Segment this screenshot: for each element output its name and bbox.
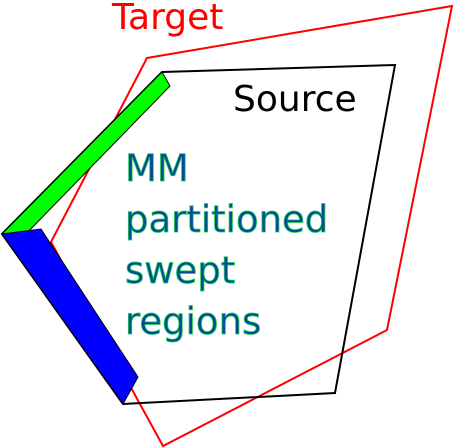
caption-line-2: partitioned: [125, 198, 328, 241]
source-label: Source: [233, 79, 357, 120]
caption-line-1: MM: [125, 147, 189, 190]
target-label: Target: [111, 0, 223, 38]
caption-line-3: swept: [125, 249, 235, 292]
blue-swept-region: [1, 228, 139, 405]
caption-line-4: regions: [125, 300, 261, 343]
target-polygon: [49, 4, 454, 448]
